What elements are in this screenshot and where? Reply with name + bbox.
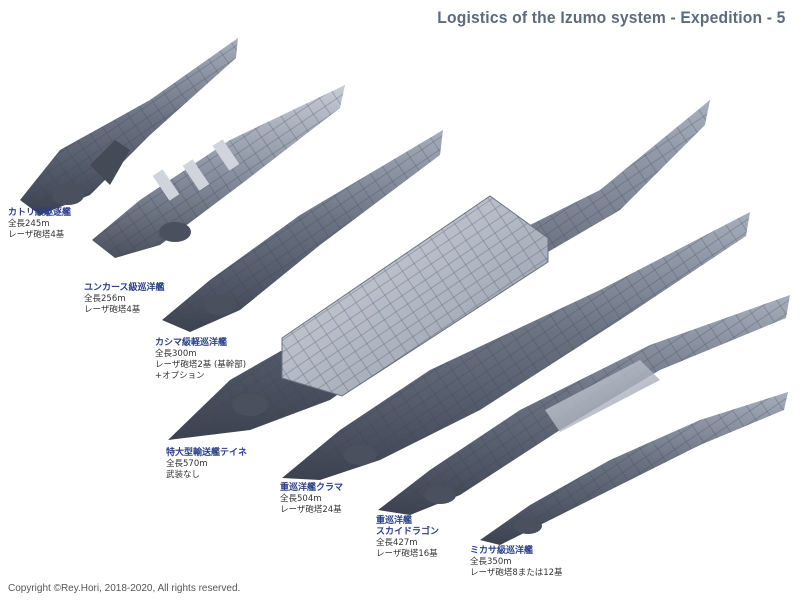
ship-label-katori: カトリ級駆逐艦 全長245m レーザ砲塔4基	[8, 208, 71, 241]
ship-spec: +オプション	[155, 371, 205, 381]
ship-name: カシマ級軽巡洋艦	[155, 338, 228, 348]
ship-spec: レーザ砲塔16基	[376, 549, 438, 559]
ship-name: ユンカース級巡洋艦	[84, 283, 165, 293]
ship-name: 重巡洋艦クラマ	[280, 483, 344, 493]
ship-label-teine: 特大型輸送艦テイネ 全長570m 武装なし	[166, 448, 247, 481]
ship-spec: 全長300m	[155, 349, 197, 359]
ship-name: 重巡洋艦 スカイドラゴン	[376, 516, 440, 537]
ship-spec: 全長256m	[84, 294, 126, 304]
ship-label-kashima: カシマ級軽巡洋艦 全長300m レーザ砲塔2基 (基幹部) +オプション	[155, 338, 246, 382]
copyright-notice: Copyright ©Rey.Hori, 2018-2020, All righ…	[8, 583, 241, 594]
ship-junkers-cruiser	[92, 85, 345, 258]
page-title: Logistics of the Izumo system - Expediti…	[437, 8, 786, 27]
ship-spec: 武装なし	[166, 470, 201, 480]
ship-spec: レーザ砲塔4基	[84, 305, 141, 315]
ship-name: カトリ級駆逐艦	[8, 208, 72, 218]
ship-label-junkers: ユンカース級巡洋艦 全長256m レーザ砲塔4基	[84, 283, 165, 316]
ship-kurama-heavy-cruiser	[282, 212, 750, 480]
ship-name: ミカサ級巡洋艦	[470, 546, 534, 556]
ship-spec: 全長570m	[166, 459, 208, 469]
ship-mikasa-cruiser	[480, 392, 788, 545]
ship-katori-destroyer	[20, 38, 238, 215]
ship-teine-transport	[168, 100, 710, 440]
ship-spec: レーザ砲塔8または12基	[470, 568, 563, 578]
ship-name: 特大型輸送艦テイネ	[166, 448, 248, 458]
ship-label-mikasa: ミカサ級巡洋艦 全長350m レーザ砲塔8または12基	[470, 546, 563, 579]
ship-spec: 全長504m	[280, 494, 322, 504]
ship-skydragon-heavy-cruiser	[378, 295, 790, 515]
ship-label-kurama: 重巡洋艦クラマ 全長504m レーザ砲塔24基	[280, 483, 343, 516]
ship-kashima-light-cruiser	[162, 130, 443, 332]
ship-spec: レーザ砲塔4基	[8, 230, 65, 240]
ship-spec: 全長350m	[470, 557, 512, 567]
ship-spec: レーザ砲塔24基	[280, 505, 342, 515]
ship-label-skydragon: 重巡洋艦 スカイドラゴン 全長427m レーザ砲塔16基	[376, 516, 439, 560]
ship-spec: レーザ砲塔2基 (基幹部)	[155, 360, 247, 370]
ship-spec: 全長427m	[376, 538, 418, 548]
ship-spec: 全長245m	[8, 219, 50, 229]
